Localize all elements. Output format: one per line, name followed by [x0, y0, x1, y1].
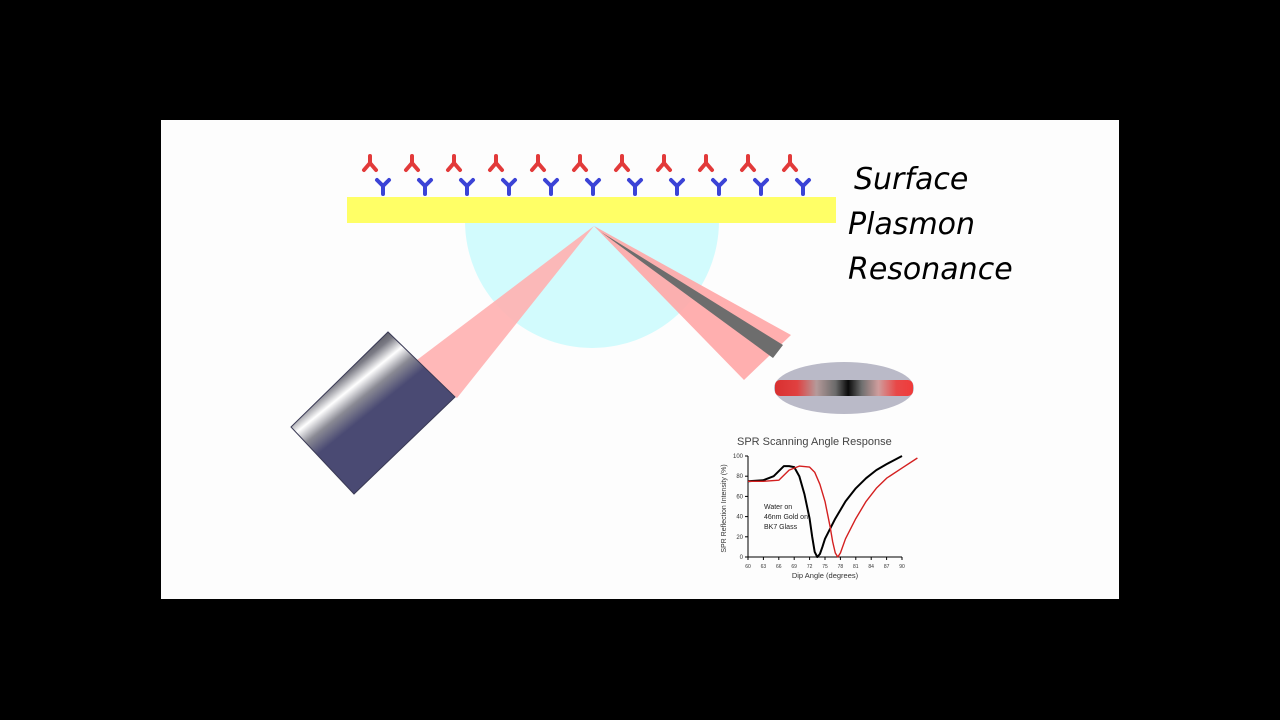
x-tick-label: 84 — [868, 564, 874, 570]
y-tick-label: 80 — [736, 474, 743, 480]
antibody-lower — [711, 178, 727, 196]
antibody-upper — [572, 154, 588, 172]
incident-light-beam — [409, 226, 594, 398]
antibody-upper — [488, 154, 504, 172]
antibody-lower — [585, 178, 601, 196]
y-axis-label: SPR Reflection Intensity (%) — [721, 464, 728, 552]
antibody-upper — [698, 154, 714, 172]
x-tick-label: 72 — [807, 564, 813, 570]
light-source-icon — [290, 331, 456, 495]
antibody-upper — [404, 154, 420, 172]
chart-title: SPR Scanning Angle Response — [737, 436, 892, 448]
antibody-lower — [753, 178, 769, 196]
title-resonance: Resonance — [848, 252, 1013, 287]
antibody-lower — [417, 178, 433, 196]
antibody-lower — [459, 178, 475, 196]
antibody-upper — [782, 154, 798, 172]
y-tick-label: 100 — [733, 454, 744, 460]
antibody-upper — [656, 154, 672, 172]
antibody-upper — [740, 154, 756, 172]
detector-icon — [774, 362, 914, 414]
y-tick-label: 60 — [736, 494, 743, 500]
reflected-light-beam — [594, 226, 791, 380]
x-axis-label: Dip Angle (degrees) — [792, 571, 859, 580]
graph-annotation: Water on — [764, 504, 792, 511]
x-tick-label: 87 — [884, 564, 890, 570]
title-surface: Surface — [854, 162, 969, 197]
x-tick-label: 90 — [899, 564, 905, 570]
gold-film — [347, 197, 836, 223]
y-tick-label: 40 — [736, 515, 743, 521]
x-tick-label: 60 — [745, 564, 751, 570]
x-tick-label: 81 — [853, 564, 859, 570]
reflected-dark-band — [601, 232, 783, 358]
antibody-lower — [669, 178, 685, 196]
antibody-upper — [446, 154, 462, 172]
x-tick-label: 75 — [822, 564, 828, 570]
antibody-lower — [501, 178, 517, 196]
antibody-upper — [614, 154, 630, 172]
x-tick-label: 66 — [776, 564, 782, 570]
antibody-layer — [362, 154, 811, 196]
x-tick-label: 69 — [791, 564, 797, 570]
graph-annotation: BK7 Glass — [764, 524, 798, 531]
antibody-upper — [362, 154, 378, 172]
antibody-upper — [530, 154, 546, 172]
prism-hemisphere — [465, 221, 719, 348]
antibody-lower — [543, 178, 559, 196]
series-line — [748, 457, 918, 558]
y-tick-label: 20 — [736, 535, 743, 541]
x-tick-label: 63 — [761, 564, 767, 570]
title-plasmon: Plasmon — [848, 207, 976, 242]
series-line — [747, 455, 903, 558]
antibody-lower — [375, 178, 391, 196]
antibody-lower — [627, 178, 643, 196]
x-tick-label: 78 — [838, 564, 844, 570]
graph-annotation: 46nm Gold on — [764, 514, 808, 521]
y-tick-label: 0 — [740, 555, 744, 561]
antibody-lower — [795, 178, 811, 196]
